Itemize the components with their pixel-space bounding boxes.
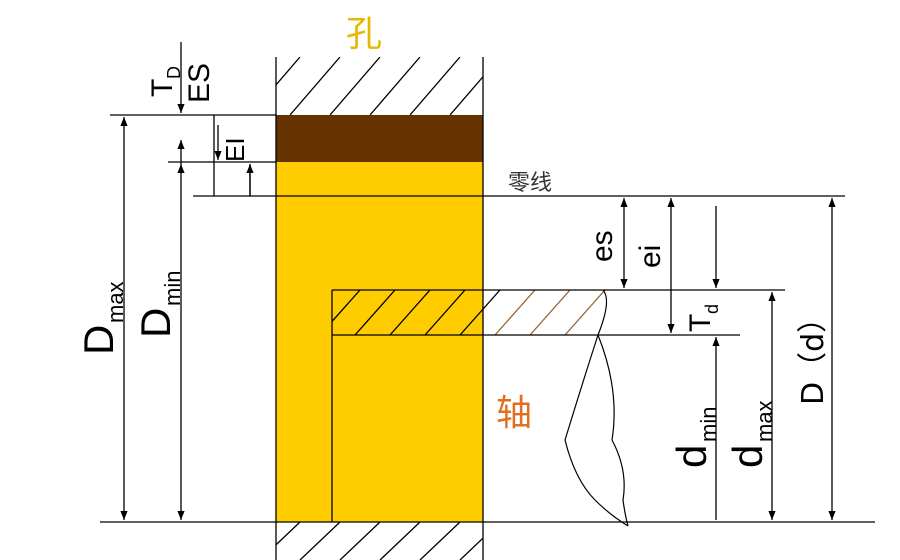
shaft-label: 轴: [496, 393, 532, 434]
hole-body: [276, 162, 483, 522]
svg-text:d: d: [702, 304, 722, 314]
hole-top-hatching: [276, 57, 483, 115]
es-upper-label: ES: [183, 63, 216, 103]
shaft-tolerance-hatching: [332, 290, 606, 335]
svg-text:T: T: [146, 79, 179, 97]
hole-tolerance-zone: [276, 115, 483, 162]
td-label: T D: [146, 66, 184, 97]
svg-text:d: d: [724, 445, 771, 468]
svg-text:d: d: [668, 445, 715, 468]
svg-text:D: D: [75, 325, 122, 355]
svg-text:T: T: [684, 314, 717, 332]
svg-text:max: max: [752, 400, 777, 442]
hole-label: 孔: [346, 14, 382, 55]
svg-text:min: min: [160, 271, 185, 306]
nominal-size-label: D（d）: [796, 303, 831, 405]
dmin-shaft-label: d min: [668, 407, 721, 468]
es-shaft-label: es: [586, 230, 619, 262]
ei-shaft-label: ei: [634, 245, 667, 268]
dmax-shaft-label: d max: [724, 400, 777, 468]
svg-text:max: max: [103, 281, 128, 323]
svg-text:D: D: [132, 308, 179, 338]
svg-text:D: D: [164, 66, 184, 79]
shaft-break-line: [564, 289, 629, 527]
svg-text:min: min: [696, 407, 721, 442]
ei-lower-label: EI: [220, 137, 250, 162]
hole-bottom-hatching: [276, 522, 483, 560]
zero-line-label: 零线: [508, 171, 552, 196]
td-shaft-label: T d: [684, 304, 722, 332]
dmin-hole-label: D min: [132, 271, 185, 338]
dmax-hole-label: D max: [75, 281, 128, 355]
